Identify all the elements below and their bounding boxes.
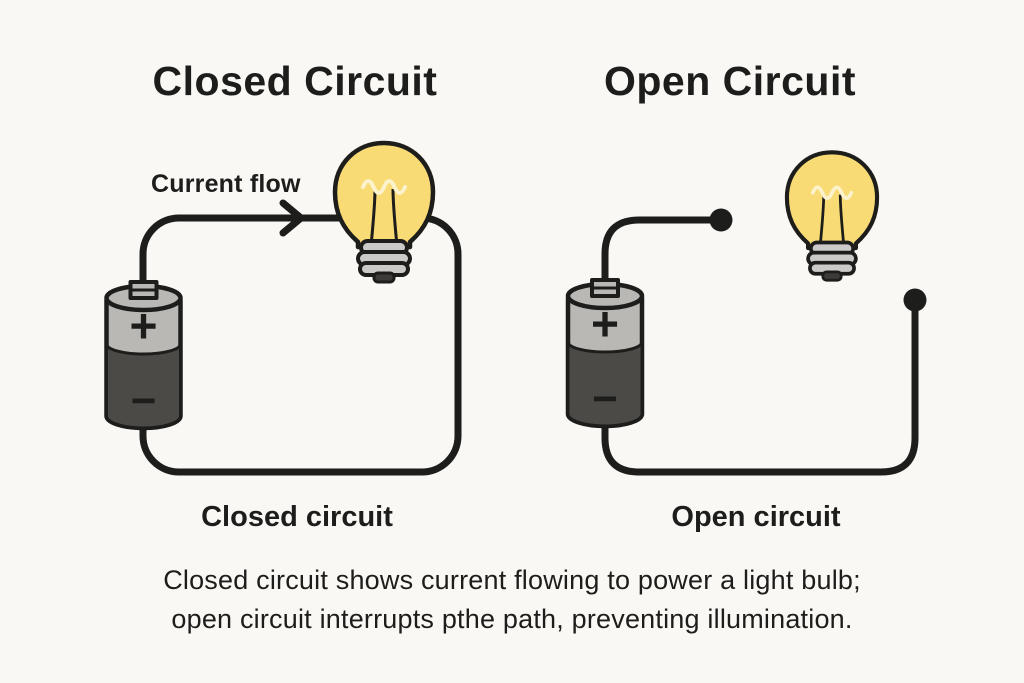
footer-description-line1: Closed circuit shows current flowing to …	[163, 565, 861, 595]
open-circuit-caption: Open circuit	[671, 501, 841, 533]
battery-positive-terminal-label: +	[129, 301, 157, 354]
open-circuit-wire-top	[601, 216, 718, 299]
battery-positive-terminal-label: +	[591, 299, 619, 352]
footer-description-line2: open circuit interrupts pthe path, preve…	[171, 604, 853, 634]
open-circuit-wire-bottom	[601, 298, 919, 476]
light-bulb-unlit-icon	[787, 152, 877, 280]
current-arrow-icon	[279, 199, 305, 237]
battery-negative-terminal-label: −	[592, 375, 618, 424]
open-circuit-title: Open Circuit	[603, 58, 857, 104]
light-bulb-lit-icon	[335, 143, 433, 282]
closed-circuit-caption: Closed circuit	[201, 501, 393, 533]
closed-circuit-diagram: + −	[107, 143, 462, 476]
closed-circuit-title: Closed Circuit	[152, 58, 438, 104]
battery-negative-terminal-label: −	[131, 377, 157, 426]
open-terminal-dot-left	[709, 208, 733, 232]
open-circuit-diagram: + −	[568, 152, 927, 476]
open-terminal-dot-right	[903, 288, 927, 312]
current-flow-label: Current flow	[151, 170, 301, 198]
